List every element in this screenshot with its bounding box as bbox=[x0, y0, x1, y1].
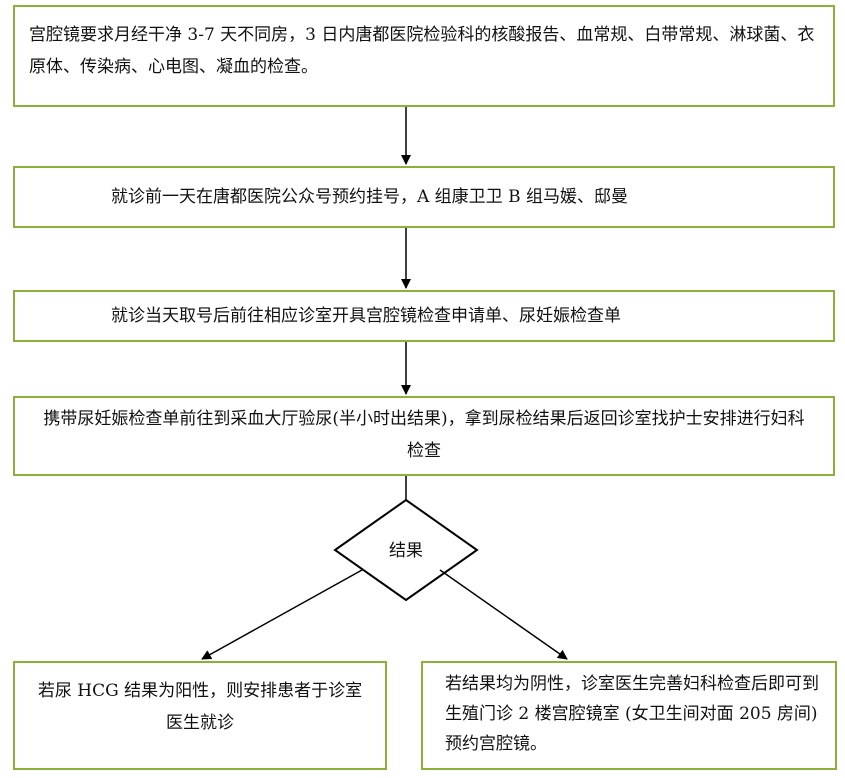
arrow-decision-to-negative bbox=[439, 569, 568, 660]
step-text-4: 携带尿妊娠检查单前往到采血大厅验尿(半小时出结果)，拿到尿检结果后返回诊室找护士… bbox=[43, 409, 805, 461]
outcome-box-negative: 若结果均为阴性，诊室医生完善妇科检查后即可到生殖门诊 2 楼宫腔镜室 (女卫生间… bbox=[421, 661, 837, 770]
step-box-2: 就诊前一天在唐都医院公众号预约挂号，A 组康卫卫 B 组马媛、邸曼 bbox=[13, 166, 835, 228]
outcome-box-positive: 若尿 HCG 结果为阳性，则安排患者于诊室医生就诊 bbox=[13, 661, 387, 770]
outcome-text-negative: 若结果均为阴性，诊室医生完善妇科检查后即可到生殖门诊 2 楼宫腔镜室 (女卫生间… bbox=[445, 674, 819, 754]
step-box-4: 携带尿妊娠检查单前往到采血大厅验尿(半小时出结果)，拿到尿检结果后返回诊室找护士… bbox=[13, 396, 835, 476]
step-text-2: 就诊前一天在唐都医院公众号预约挂号，A 组康卫卫 B 组马媛、邸曼 bbox=[111, 187, 628, 207]
outcome-text-positive: 若尿 HCG 结果为阳性，则安排患者于诊室医生就诊 bbox=[37, 681, 363, 733]
arrow-decision-to-positive bbox=[201, 569, 363, 660]
decision-diamond bbox=[333, 498, 479, 602]
step-text-1: 宫腔镜要求月经干净 3-7 天不同房，3 日内唐都医院检验科的核酸报告、血常规、… bbox=[29, 25, 815, 77]
step-text-3: 就诊当天取号后前往相应诊室开具宫腔镜检查申请单、尿妊娠检查单 bbox=[111, 306, 621, 326]
step-box-3: 就诊当天取号后前往相应诊室开具宫腔镜检查申请单、尿妊娠检查单 bbox=[13, 290, 835, 342]
decision-label: 结果 bbox=[389, 541, 423, 561]
step-box-1: 宫腔镜要求月经干净 3-7 天不同房，3 日内唐都医院检验科的核酸报告、血常规、… bbox=[13, 5, 835, 107]
